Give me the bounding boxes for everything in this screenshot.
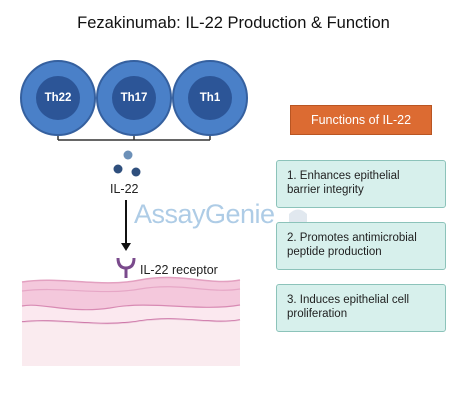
th1-cell: Th1 [172,60,248,136]
il22-label: IL-22 [110,182,139,196]
epithelial-tissue [21,276,241,366]
functions-header: Functions of IL-22 [290,105,432,135]
diagram-title: Fezakinumab: IL-22 Production & Function [77,14,390,32]
arrow-down [121,200,131,251]
function-item-3: 3. Induces epithelial cell proliferation [276,284,446,332]
il22-molecules [113,150,141,177]
th17-cell: Th17 [96,60,172,136]
assaygenie-watermark: AssayGenie [134,199,275,229]
il22-receptor-icon [116,257,136,278]
function-item-2: 2. Promotes antimicrobial peptide produc… [276,222,446,270]
il22-receptor-label: IL-22 receptor [140,263,218,277]
function-item-1: 1. Enhances epithelial barrier integrity [276,160,446,208]
th22-nucleus: Th22 [36,76,80,120]
bracket-connector [57,136,211,141]
th17-nucleus: Th17 [112,76,156,120]
th1-nucleus: Th1 [188,76,232,120]
th22-cell: Th22 [20,60,96,136]
